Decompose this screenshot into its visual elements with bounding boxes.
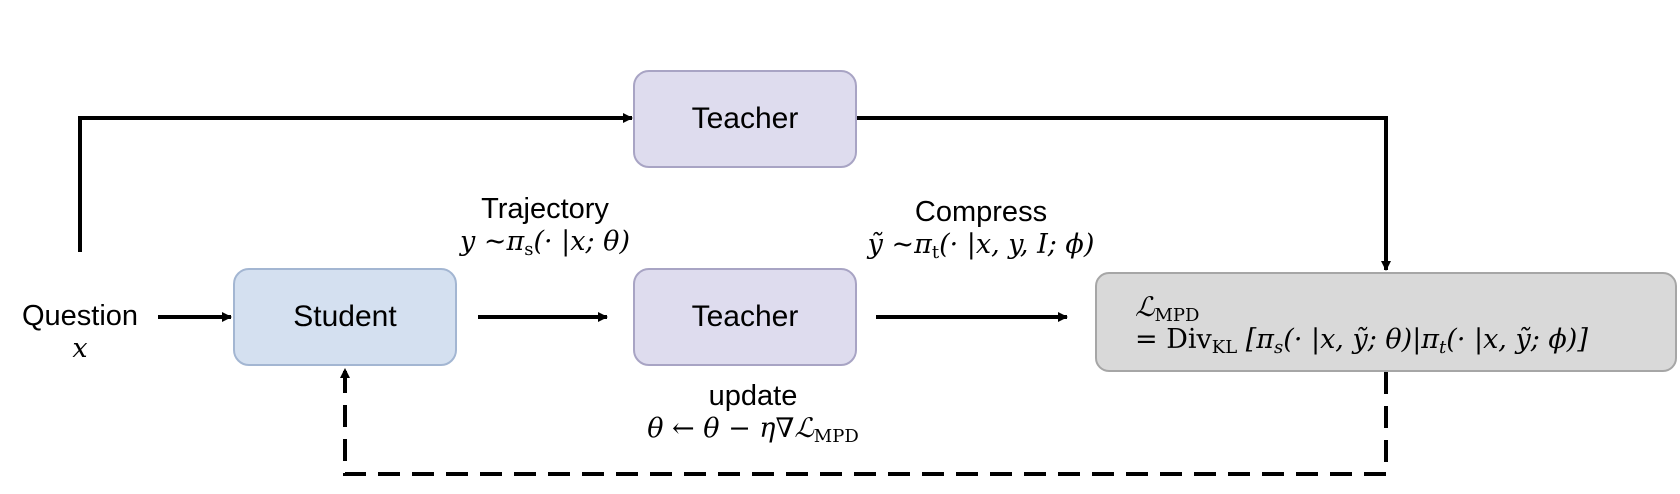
teacher-top-node: Teacher bbox=[633, 70, 857, 168]
loss-equation: = DivKL [πs(· |x, ỹ; θ)|πt(· |x, ỹ; ϕ)] bbox=[1135, 324, 1588, 359]
teacher-mid-node: Teacher bbox=[633, 268, 857, 366]
compress-formula: ỹ ~πt(· |x, y, I; ϕ) bbox=[867, 229, 1095, 264]
update-formula: θ ← θ − η∇ℒMPD bbox=[647, 413, 859, 448]
arrow-question-to-teacher-top bbox=[78, 113, 633, 252]
student-node: Student bbox=[233, 268, 457, 366]
update-label-group: update θ ← θ − η∇ℒMPD bbox=[630, 380, 876, 448]
question-label: Question x bbox=[14, 300, 146, 364]
student-label: Student bbox=[293, 300, 397, 333]
arrow-teacher-top-to-loss bbox=[856, 116, 1391, 271]
question-variable: x bbox=[72, 333, 88, 365]
compress-label-group: Compress ỹ ~πt(· |x, y, I; ϕ) bbox=[850, 196, 1112, 264]
loss-symbol: ℒMPD bbox=[1135, 292, 1200, 326]
teacher-top-label: Teacher bbox=[691, 102, 799, 135]
loss-node: ℒMPD = DivKL [πs(· |x, ỹ; θ)|πt(· |x, ỹ;… bbox=[1095, 272, 1677, 372]
compress-label: Compress bbox=[914, 196, 1048, 228]
trajectory-label: Trajectory bbox=[481, 193, 609, 225]
teacher-mid-label: Teacher bbox=[691, 300, 799, 333]
update-label: update bbox=[708, 380, 798, 412]
trajectory-formula: y ~πs(· |x; θ) bbox=[460, 226, 630, 261]
trajectory-label-group: Trajectory y ~πs(· |x; θ) bbox=[445, 193, 645, 261]
arrow-update-feedback bbox=[340, 368, 1388, 476]
